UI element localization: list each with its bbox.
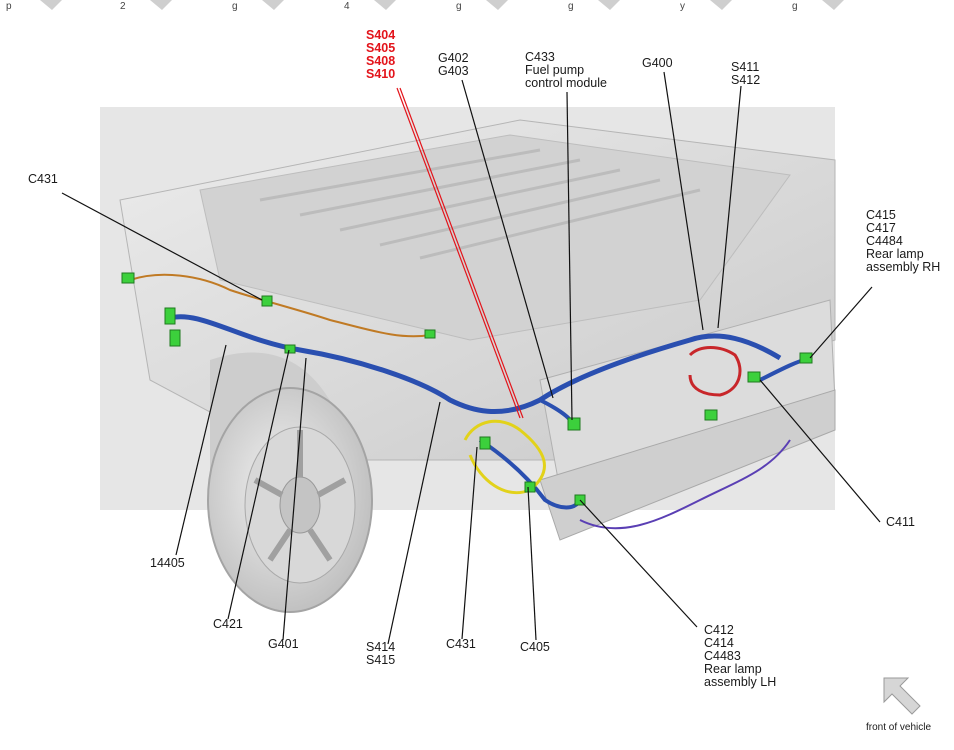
header-fragment: g: [792, 1, 798, 12]
connector-label-c411: C411: [886, 515, 915, 529]
header-fragment: 2: [120, 1, 126, 12]
rear-wheel: [207, 387, 373, 613]
connector-label-c417: C417: [866, 221, 896, 235]
splice-label-s408: S408: [366, 54, 396, 68]
connectors: [121, 272, 813, 506]
connector-label-c414: C414: [704, 636, 734, 650]
connector-label-c431: C431: [446, 637, 476, 651]
harness-label-14405: 14405: [150, 556, 185, 570]
splice-label-s414: S414: [366, 640, 396, 654]
connector-label-c4484: C4484: [866, 234, 903, 248]
component-desc: assembly LH: [704, 675, 777, 689]
splice-label-s410: S410: [366, 67, 396, 81]
splice-label-s415: S415: [366, 653, 396, 667]
ground-label-g400: G400: [642, 56, 673, 70]
truck-body: [100, 107, 836, 541]
header-fragment: 4: [344, 1, 350, 12]
front-of-vehicle-label: front of vehicle: [866, 722, 932, 733]
header-strip: [40, 0, 844, 10]
component-desc: Fuel pump: [525, 63, 585, 77]
connector-label-c4483: C4483: [704, 649, 741, 663]
wiring-harnesses: [129, 273, 811, 530]
connector-label-c421: C421: [213, 617, 243, 631]
connector-label-c431: C431: [28, 172, 58, 186]
component-desc: assembly RH: [866, 260, 941, 274]
header-fragment: p: [6, 1, 12, 12]
splice-label-s404: S404: [366, 28, 396, 42]
component-desc: Rear lamp: [704, 662, 762, 676]
splice-label-s411: S411: [731, 60, 760, 74]
front-arrow-icon: [883, 677, 921, 715]
splice-label-s412: S412: [731, 73, 761, 87]
red-leader-line: [396, 87, 524, 419]
ground-label-g401: G401: [268, 637, 299, 651]
ground-label-g403: G403: [438, 64, 469, 78]
header-fragment: g: [456, 1, 462, 12]
header-fragment: g: [568, 1, 574, 12]
header-fragment: y: [680, 1, 685, 12]
leader-lines: [61, 71, 881, 645]
connector-label-c415: C415: [866, 208, 896, 222]
component-desc: Rear lamp: [866, 247, 924, 261]
component-desc: control module: [525, 76, 607, 90]
connector-label-c412: C412: [704, 623, 734, 637]
connector-label-c405: C405: [520, 640, 550, 654]
header-fragment: g: [232, 1, 238, 12]
ground-label-g402: G402: [438, 51, 469, 65]
connector-label-c433: C433: [525, 50, 555, 64]
splice-label-s405: S405: [366, 41, 396, 55]
